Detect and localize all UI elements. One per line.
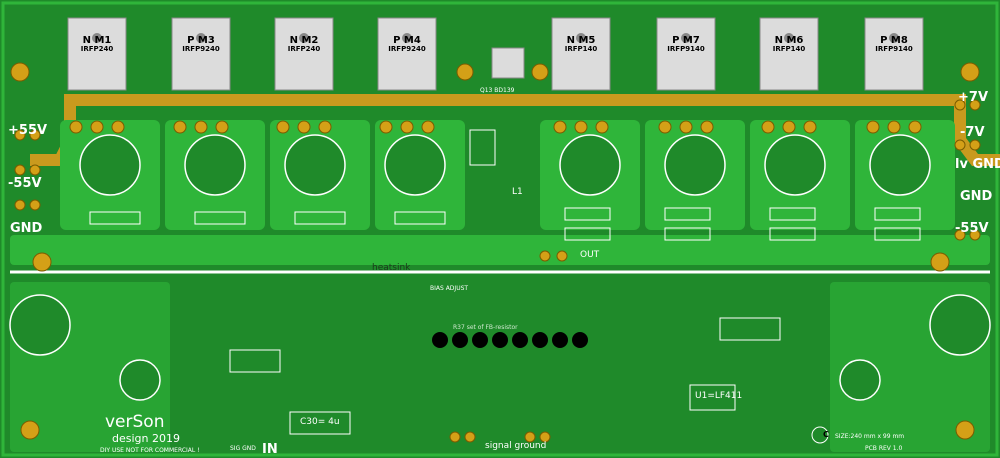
u1-label: U1=LF411: [695, 391, 743, 401]
plus55-label: +55V: [8, 123, 48, 138]
transistor-part: IRFP240: [80, 45, 114, 53]
transistor-part: IRFP9140: [875, 45, 913, 53]
minus7-label: -7V: [960, 125, 985, 140]
transistor-part: IRFP240: [287, 45, 321, 53]
q13-label: Q13 BD139: [480, 87, 515, 94]
design-year-label: design 2019: [112, 432, 180, 445]
transistor-part: IRFP140: [564, 45, 598, 53]
heatsink-label: heatsink: [372, 263, 411, 273]
sig-gnd-label: SIG GND: [230, 445, 256, 452]
in-label: IN: [262, 442, 278, 457]
minus55-right-label: -55V: [955, 221, 989, 236]
transistor-part: IRFP9240: [182, 45, 220, 53]
transistor-name: N M2: [289, 35, 319, 46]
transistor-name: N M5: [566, 35, 596, 46]
transistor-name: P M4: [393, 35, 421, 46]
minus55-label: -55V: [8, 176, 42, 191]
transistor-part: IRFP140: [772, 45, 806, 53]
transistor-name: N M1: [82, 35, 112, 46]
transistor-name: P M3: [187, 35, 215, 46]
signal-ground-label: signal ground: [485, 441, 547, 451]
copyright-icon: C: [823, 430, 829, 439]
bias-adjust-label: BIAS ADJUST: [430, 285, 469, 292]
transistor-name: P M8: [880, 35, 908, 46]
gnd-left-label: GND: [10, 221, 43, 236]
disclaimer-label: DIY USE NOT FOR COMMERCIAL !: [100, 447, 200, 454]
fb-resistor-label: R37 set of FB-resistor: [453, 324, 518, 331]
l1-label: L1: [512, 187, 523, 197]
transistor-name: N M6: [774, 35, 804, 46]
transistor-name: P M7: [672, 35, 700, 46]
lv-gnd-label: lv GND: [955, 157, 1000, 172]
brand-label: verSon: [105, 412, 165, 432]
transistor-part: IRFP9240: [388, 45, 426, 53]
plus7-label: +7V: [958, 90, 988, 105]
transistor-part: IRFP9140: [667, 45, 705, 53]
size-label: SIZE:240 mm x 99 mm: [835, 433, 905, 440]
rev-label: PCB REV 1.0: [865, 445, 903, 452]
gnd-right-label: GND: [960, 189, 993, 204]
c30-label: C30= 4u: [300, 417, 340, 427]
out-label: OUT: [580, 250, 600, 260]
